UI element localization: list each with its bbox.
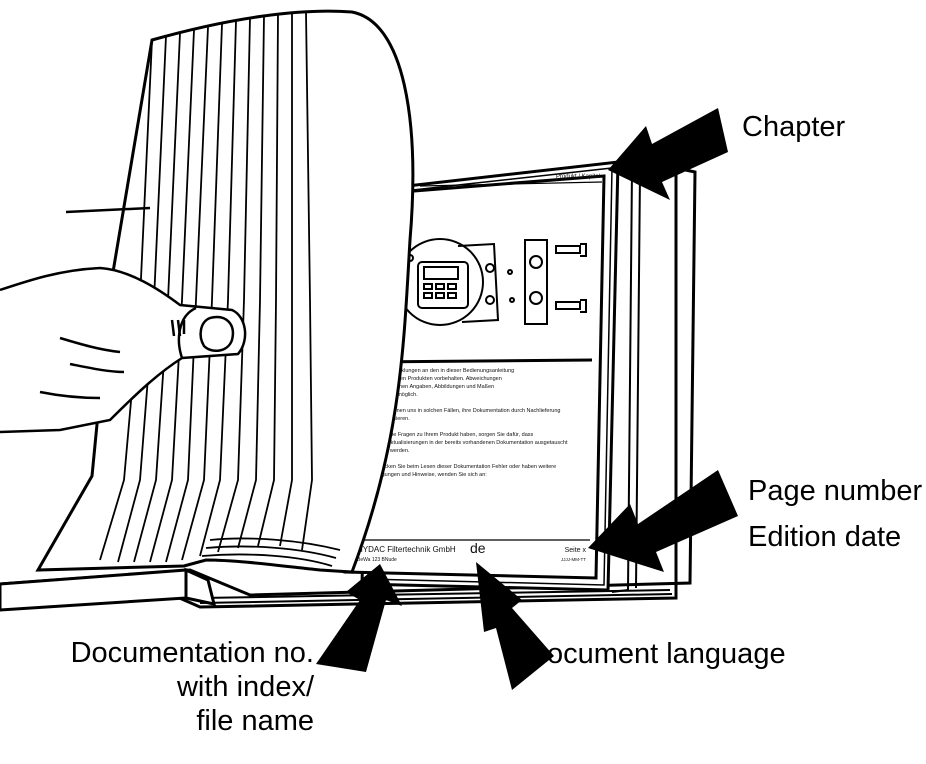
label-documentation-no: Documentation no. with index/ file name — [71, 636, 314, 738]
arrow-page-edition-icon — [588, 470, 738, 572]
arrow-chapter-icon — [608, 108, 728, 200]
label-chapter: Chapter — [742, 111, 846, 143]
para4-line1: Entdecken Sie beim Lesen dieser Dokument… — [370, 464, 556, 470]
para3-line2: solche Aktualisierungen in der bereits v… — [370, 440, 568, 446]
arrow-docno-icon — [316, 564, 402, 672]
footer-date: JJJJ-MM-TT — [561, 557, 586, 562]
label-docno-line2: with index/ — [176, 671, 314, 703]
para1-line1: Weiterentwicklungen an den in dieser Bed… — [370, 368, 514, 374]
para3-line3: ergänzt werden. — [370, 448, 410, 454]
footer-page: Seite x — [565, 547, 587, 554]
label-document-language: Document language — [526, 638, 786, 670]
arrow-language-icon — [476, 562, 554, 690]
footer-docno: BeWa 123 BNude — [357, 557, 397, 563]
label-docno-line1: Documentation no. — [70, 637, 314, 669]
page-header: Produkt / Kapitel — [556, 174, 600, 180]
hand-icon — [0, 206, 247, 434]
page-footer: HYDAC Filtertechnik GmbH BeWa 123 BNude … — [352, 539, 590, 563]
para4-line2: Anregungen und Hinweise, wenden Sie sich… — [370, 472, 487, 478]
label-edition-date: Edition date — [748, 521, 902, 553]
binder-rings — [0, 567, 217, 612]
footer-lang: de — [470, 540, 486, 556]
label-page-number: Page number — [748, 475, 923, 507]
para2-line1: Wir berechnen uns in solchen Fällen, ihr… — [370, 408, 560, 414]
page-edges — [99, 11, 341, 567]
para3-line1: Sollten Sie Fragen zu Ihrem Produkt habe… — [370, 432, 534, 438]
footer-company: HYDAC Filtertechnik GmbH — [357, 545, 456, 554]
label-docno-line3: file name — [196, 705, 314, 737]
para1-line3: bei technischen Angaben, Abbildungen und… — [370, 384, 494, 390]
para1-line2: beschriebenen Produkten vorbehalten. Abw… — [370, 376, 502, 382]
